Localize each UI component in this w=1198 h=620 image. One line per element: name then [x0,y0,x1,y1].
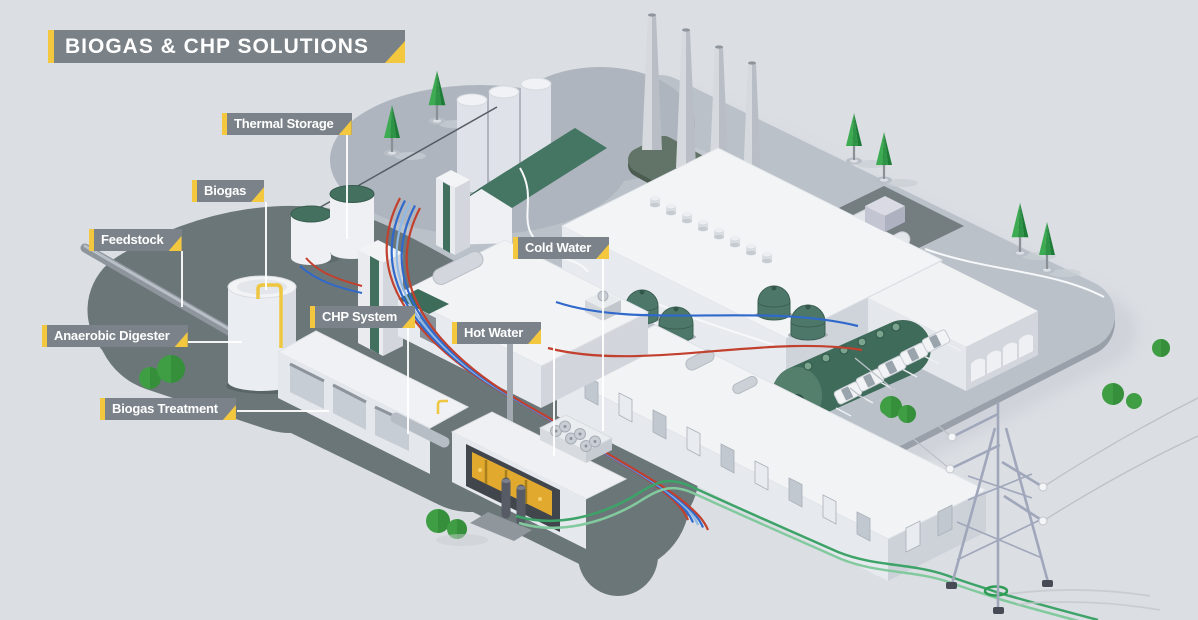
power-pylon [849,357,1198,614]
bushes-front [139,355,488,546]
roof-tanks [685,349,758,395]
dock-doors [584,375,953,553]
leader-feedstock [181,251,183,307]
title-corner-triangle [384,41,405,63]
power-cables [514,479,1103,620]
storage-silos [309,77,552,214]
car [921,329,951,353]
label-chp-system: CHP System [310,306,416,328]
title-text: BIOGAS & CHP SOLUTIONS [65,35,369,58]
roof-cube [865,196,905,232]
power-lines [849,357,1198,522]
rooftop-tank [432,251,484,285]
parked-cars [833,329,962,417]
leader-thermal-storage [346,135,348,239]
label-anaerobic-digester: Anaerobic Digester [42,325,188,347]
transformers [470,477,532,541]
process-tower [436,170,470,255]
pylon-feet [946,580,1053,614]
dome-tank [788,304,828,341]
hot-cold-pipes [299,196,863,532]
label-feedstock: Feedstock [89,229,182,251]
chp-plant-building [396,239,650,408]
car [855,368,885,392]
insulators [945,432,1048,526]
cooling-module [538,414,614,463]
leader-hot-water [553,344,555,456]
biogas-pipe [256,283,283,348]
silencer [390,412,450,448]
car [877,355,907,379]
leader-biogas-treatment [237,410,329,412]
leader-biogas [265,202,267,290]
label-biogas-treatment: Biogas Treatment [100,398,236,420]
leader-cold-water [602,259,604,431]
trees-east [838,202,1170,441]
chp-container [390,338,628,549]
feedstock-conveyor [80,243,239,339]
bushes [838,339,1170,441]
label-hot-water: Hot Water [452,322,542,344]
pylon-shadow [1007,589,1161,611]
label-cold-water: Cold Water [513,237,610,259]
label-thermal-storage: Thermal Storage [222,113,352,135]
title-accent-bar [48,30,54,63]
dome-tank [755,285,793,321]
leader-anaerobic-digester [188,341,242,343]
biogas-treatment-building [276,330,470,474]
leader-chp-system [407,328,409,434]
roof-vents [650,195,772,264]
page-title: BIOGAS & CHP SOLUTIONS [48,30,405,63]
grid-connection-loop [983,585,1009,597]
label-biogas: Biogas [192,180,265,202]
